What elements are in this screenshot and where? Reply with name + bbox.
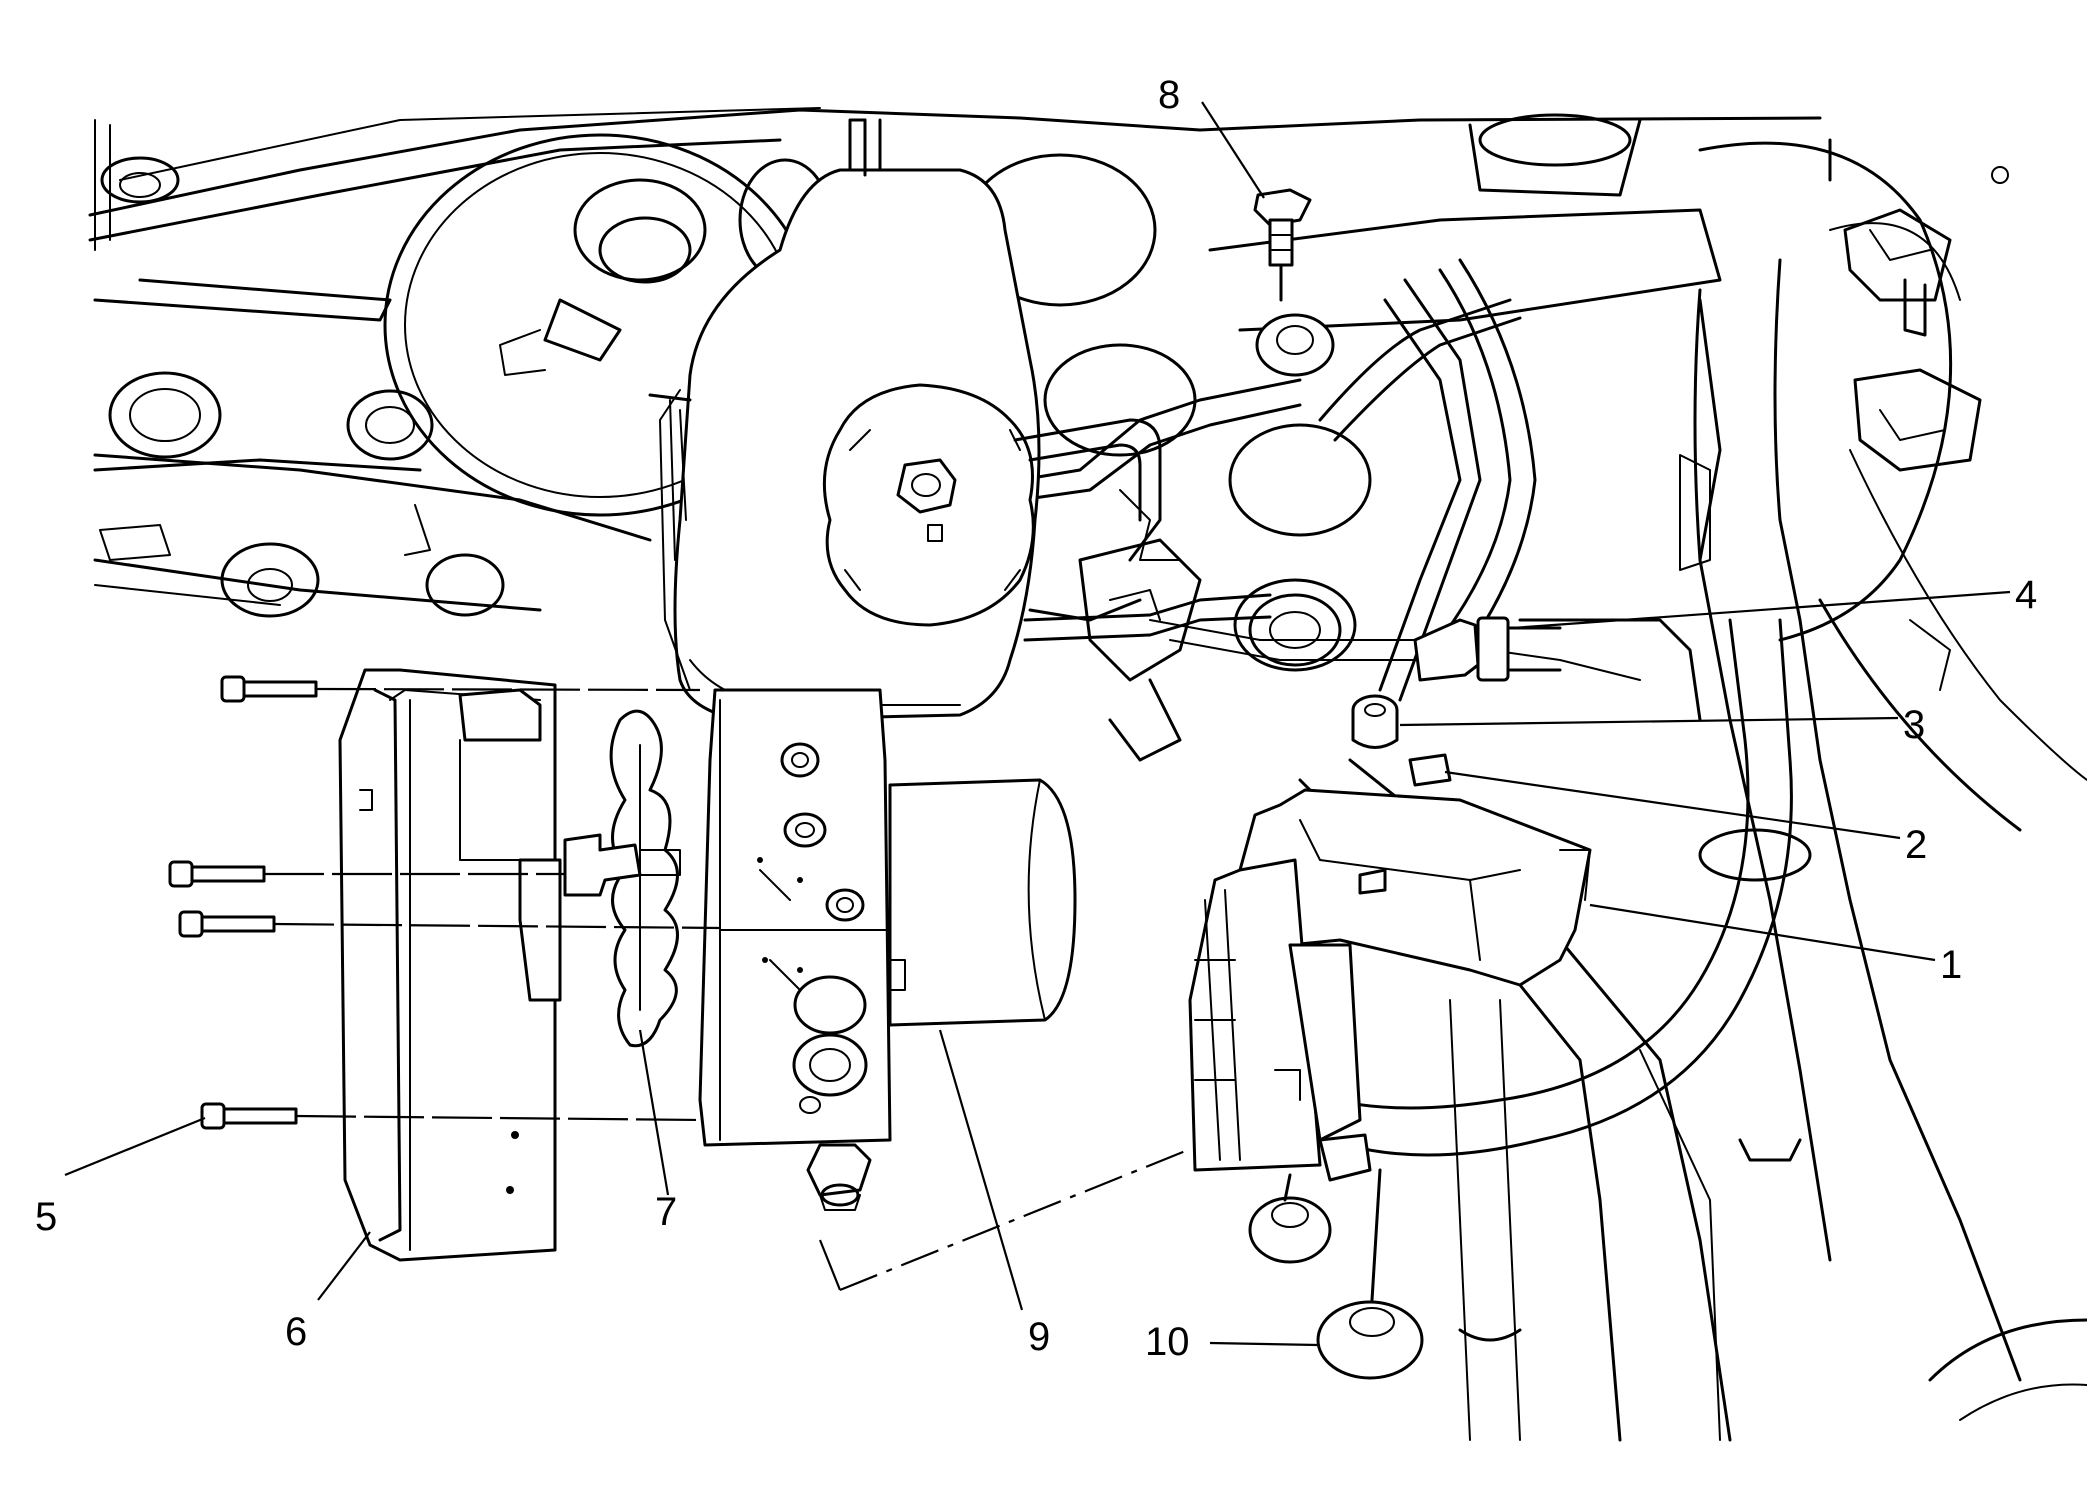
- bolt-4: [200, 1102, 298, 1130]
- leader-10: [1209, 1341, 1319, 1347]
- abs-module-gasket: [563, 709, 681, 1048]
- callout-5: 5: [35, 1195, 57, 1239]
- callout-6: 6: [285, 1310, 307, 1354]
- leader-2: [1444, 770, 1901, 840]
- leader-6: [317, 1231, 371, 1301]
- leader-lines: [64, 101, 2011, 1347]
- callout-10: 10: [1145, 1320, 1190, 1364]
- leader-5: [64, 1116, 206, 1177]
- callout-2: 2: [1905, 823, 1927, 867]
- leader-9c: [839, 1148, 1189, 1292]
- callout-labels: 1 2 3 4 5 6 7 8 9 10: [35, 73, 2037, 1364]
- leader-3: [1399, 716, 1899, 727]
- bolt-1: [220, 675, 318, 703]
- callout-1: 1: [1940, 943, 1962, 987]
- brake-fluid-reservoir: [648, 118, 1181, 722]
- callout-3: 3: [1903, 703, 1925, 747]
- callout-7: 7: [655, 1190, 677, 1234]
- callout-4: 4: [2015, 573, 2037, 617]
- abs-control-module-bracket: [1188, 788, 1592, 1182]
- mounting-bolts: [168, 675, 318, 1130]
- callout-9: 9: [1028, 1315, 1050, 1359]
- abs-modulator-hydraulic-unit: [698, 688, 1077, 1211]
- electronic-brake-control-module: [338, 668, 562, 1262]
- leader-9: [938, 1029, 1024, 1311]
- leader-1: [1589, 903, 1936, 962]
- leader-7: [638, 1029, 670, 1196]
- leader-8: [1201, 101, 1265, 199]
- bolt-2: [168, 860, 266, 888]
- leader-4: [1511, 590, 2011, 630]
- callout-8: 8: [1158, 73, 1180, 117]
- insulators-and-grommets: [1248, 188, 1452, 1380]
- leader-9b: [818, 1239, 842, 1291]
- bolt-3: [178, 910, 276, 938]
